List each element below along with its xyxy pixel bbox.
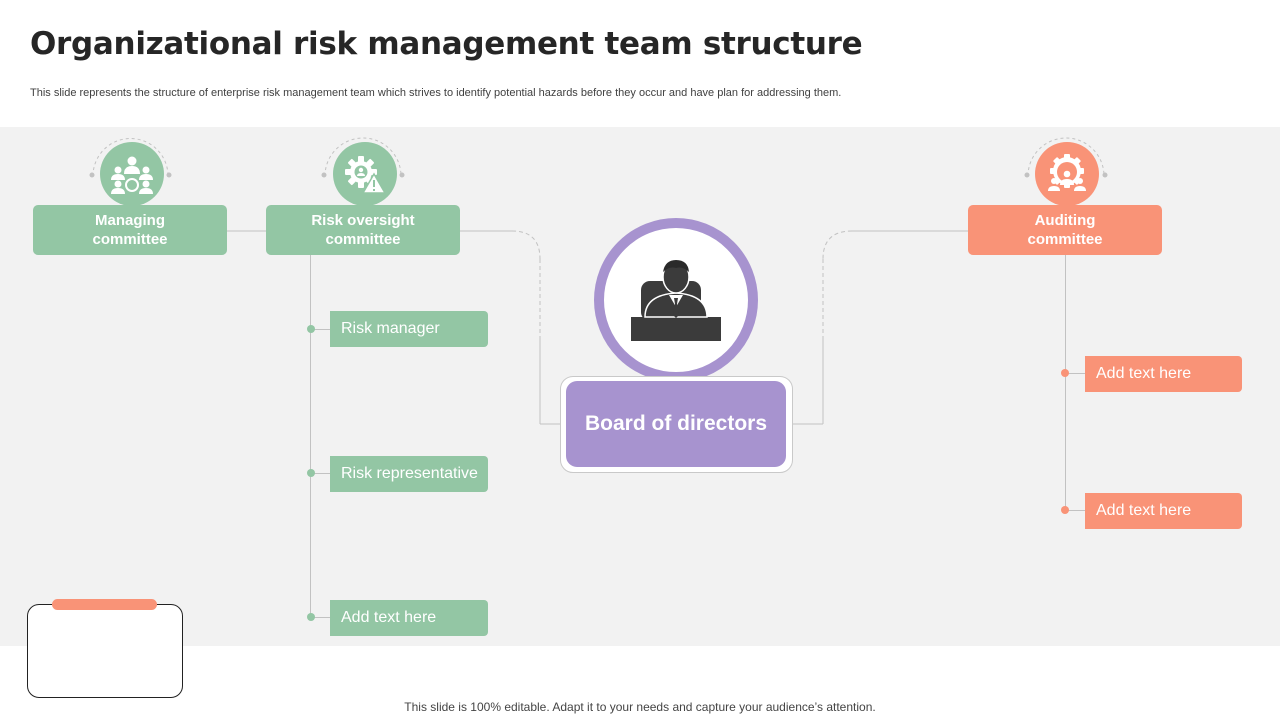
footer-note: This slide is 100% editable. Adapt it to…: [404, 700, 876, 714]
board-of-directors-box: Board of directors: [566, 381, 786, 467]
group-gear-icon: [1035, 142, 1099, 206]
businessman-icon: [594, 218, 758, 382]
team-meeting-icon: [100, 142, 164, 206]
page-subtitle: This slide represents the structure of e…: [30, 87, 842, 99]
bullet-dot: [307, 613, 315, 621]
bullet-dot: [307, 325, 315, 333]
risk-oversight-placeholder-item: Add text here: [330, 600, 488, 636]
risk-manager-item: Risk manager: [330, 311, 488, 347]
bullet-dot: [1061, 369, 1069, 377]
bullet-dot: [1061, 506, 1069, 514]
gear-warning-icon: [333, 142, 397, 206]
risk-representative-item: Risk representative: [330, 456, 488, 492]
page-title: Organizational risk management team stru…: [30, 26, 863, 62]
decorative-frame-tab: [52, 599, 157, 610]
auditing-trunk-line: [1065, 255, 1066, 511]
risk-oversight-trunk-line: [310, 255, 311, 618]
auditing-placeholder-item-1: Add text here: [1085, 356, 1242, 392]
auditing-placeholder-item-2: Add text here: [1085, 493, 1242, 529]
bullet-dot: [307, 469, 315, 477]
decorative-frame: [27, 604, 183, 698]
